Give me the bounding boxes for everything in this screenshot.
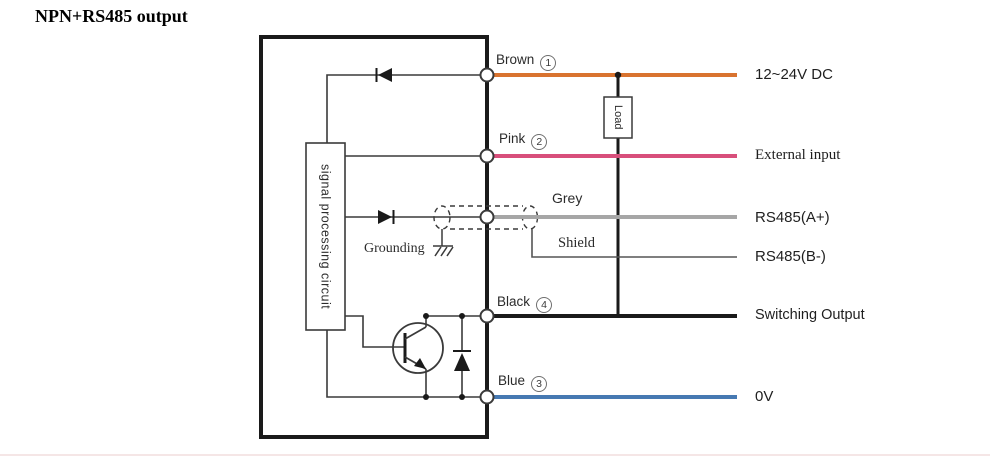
terminal-label-rs485-a: RS485(A+) — [755, 209, 830, 226]
terminal-pink — [479, 148, 495, 164]
bottom-divider — [0, 454, 990, 456]
pin-number-badge: 2 — [531, 134, 548, 150]
transistor-base-wire — [345, 315, 405, 348]
blue-wire-label: Blue 3 — [498, 373, 548, 392]
ground-icon — [433, 229, 454, 257]
brown-wire-label: Brown 1 — [496, 52, 557, 71]
shield-wire-label: Shield — [558, 235, 596, 251]
brown-wire-name: Brown — [496, 52, 535, 67]
pin-number-badge: 3 — [531, 376, 548, 392]
terminal-dots — [479, 67, 495, 405]
brown-inner-wire — [326, 74, 481, 143]
pin-number-badge: 4 — [536, 297, 553, 313]
npn-transistor-icon — [392, 322, 444, 374]
terminal-blue — [479, 389, 495, 405]
terminal-label-external-input: External input — [755, 147, 841, 163]
signal-processing-label: signal processing circuit — [318, 163, 333, 310]
load-resistor — [603, 96, 633, 139]
terminal-label-0v: 0V — [755, 388, 774, 405]
pink-wire-label: Pink 2 — [499, 131, 548, 150]
terminal-brown — [479, 67, 495, 83]
shield-wire — [531, 229, 737, 258]
grounding-label: Grounding — [364, 241, 425, 256]
blue-inner-wire — [326, 330, 481, 398]
blue-wire-name: Blue — [498, 373, 526, 388]
diode-icon — [378, 210, 395, 224]
page-title: NPN+RS485 output — [35, 6, 188, 26]
black-wire-label: Black 4 — [497, 294, 553, 313]
terminal-label-power: 12~24V DC — [755, 66, 833, 83]
inner-wiring — [326, 74, 481, 398]
terminal-label-switching-output: Switching Output — [755, 307, 865, 323]
load-label: Load — [612, 105, 624, 130]
terminal-label-rs485-b: RS485(B-) — [755, 248, 826, 265]
pin-number-badge: 1 — [540, 55, 557, 71]
diode-icon — [453, 350, 471, 371]
terminal-black — [479, 308, 495, 324]
junction-dots — [423, 71, 622, 400]
device-outline — [259, 35, 489, 439]
terminal-grey — [479, 209, 495, 225]
grey-wire-label: Grey — [552, 190, 583, 206]
diode-icon — [375, 68, 392, 82]
pink-wire-name: Pink — [499, 131, 526, 146]
signal-processing-box — [305, 142, 346, 331]
black-wire-name: Black — [497, 294, 531, 309]
